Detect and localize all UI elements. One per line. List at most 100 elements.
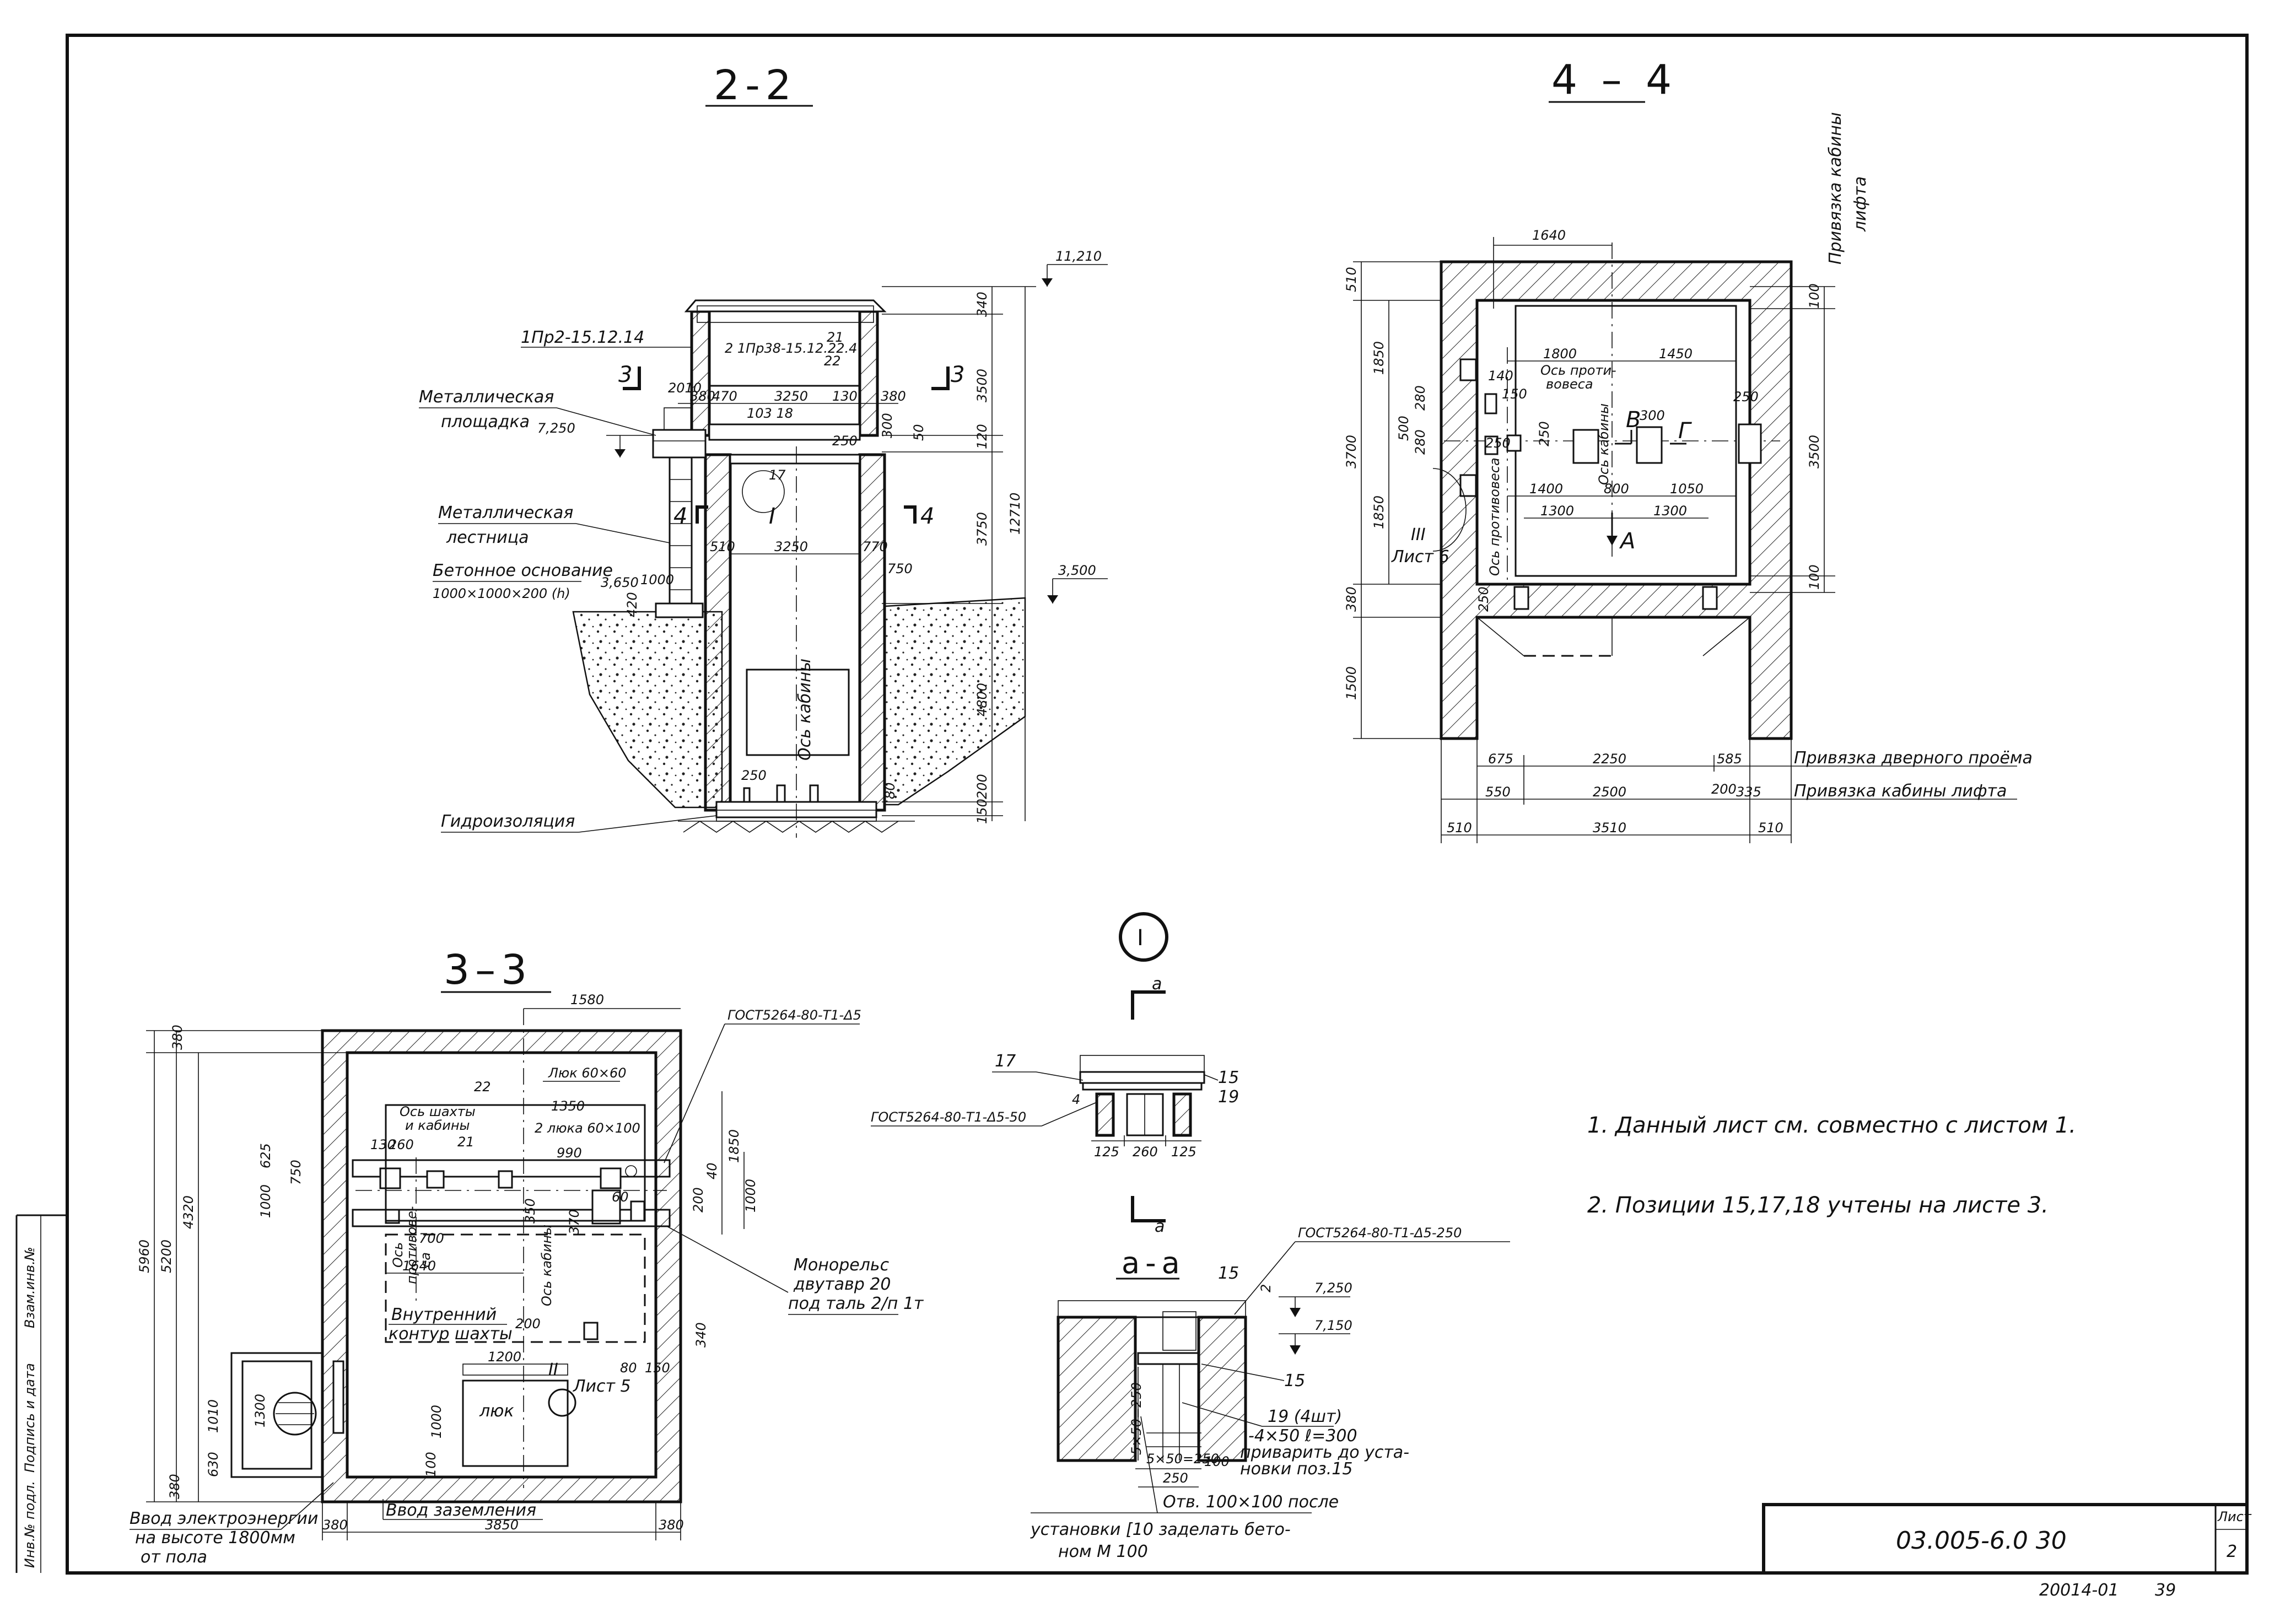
label-concrete-base-1: Бетонное основание (433, 561, 613, 580)
soil-left (572, 611, 723, 809)
b-675: 675 (1488, 751, 1513, 767)
dim-140-44: 140 (1488, 368, 1513, 384)
mark-4-right: 4 (920, 504, 934, 529)
dim-3500-44: 3500 (1807, 435, 1822, 468)
stamp-list-label: Лист (2217, 1509, 2252, 1524)
b-585: 585 (1717, 751, 1742, 767)
dim-250: 250 (741, 768, 767, 783)
level-3650: 3,650 (601, 575, 639, 590)
dim-1300a-44: 1300 (1540, 503, 1574, 519)
node-pos15: 15 (1218, 1068, 1239, 1087)
dim-3750: 3750 (974, 512, 990, 546)
level-3500: 3,500 (1058, 563, 1096, 578)
label-concrete-base-2: 1000×1000×200 (h) (433, 586, 570, 601)
dim-1850a-44: 1850 (1371, 341, 1387, 375)
label-metal-platform-1: Металлическая (419, 387, 554, 407)
dim-1000a-33: 1000 (258, 1184, 273, 1218)
mark-3-right: 3 (951, 362, 964, 387)
aa-d5x50-h: 5×50=250 (1146, 1451, 1219, 1467)
label-ipr1: 1Пр2-15.12.14 (521, 328, 644, 347)
dim-120: 120 (974, 424, 990, 449)
dim-1640-33: 1640 (402, 1258, 436, 1274)
dim-60-33: 60 (612, 1189, 629, 1205)
dim-510top-44: 510 (1344, 267, 1359, 292)
pos-17: 17 (769, 467, 786, 483)
dim-130-33: 130 (370, 1137, 396, 1152)
dim-3250a: 3250 (774, 389, 808, 404)
note-1: 1. Данный лист см. совместно с листом 1. (1587, 1113, 2076, 1138)
dim-1640-44: 1640 (1532, 228, 1566, 243)
dim-280b-44: 280 (1413, 429, 1428, 455)
dim-1000c-33: 1000 (429, 1405, 444, 1438)
axis-cw-33-3: са (418, 1252, 433, 1268)
dim-800-44: 800 (1604, 481, 1629, 497)
dim-260-33: 260 (389, 1137, 414, 1152)
list6: Лист 6 (1391, 547, 1449, 567)
monorail-2: двутавр 20 (793, 1275, 891, 1294)
aa-weld-2: приварить до уста- (1240, 1443, 1409, 1462)
dim-500-44: 500 (1396, 416, 1411, 441)
mark-3-left: 3 (618, 362, 632, 387)
node-d260: 260 (1133, 1144, 1158, 1160)
mark-B: В (1626, 407, 1641, 433)
stamp-bottom-no: 20014-01 (2039, 1581, 2119, 1600)
dim-150-44: 150 (1502, 386, 1527, 402)
section-2-2: 2-2 (419, 62, 1108, 838)
section-a-a: a-a ГОСТ5264-80-Т1-Δ5-250 15 7,250 7,150… (1030, 1225, 1510, 1561)
aa-weld-3: новки поз.15 (1240, 1459, 1352, 1479)
dim-12710: 12710 (1007, 493, 1023, 535)
machine-room-wall-right (858, 310, 879, 437)
b-200: 200 (1711, 782, 1737, 797)
node-I: I a a 17 15 19 ГОСТ5264-80-Т1-Δ5-50 4 12… (871, 912, 1239, 1236)
cabin-label: Привязка кабины лифта (1794, 782, 2007, 801)
machine-room-plan-walls (321, 1029, 682, 1503)
power-3: от пола (141, 1548, 207, 1567)
vert-1: Привязка кабины (1826, 112, 1845, 265)
b-2500: 2500 (1593, 784, 1626, 800)
section-title-aa: a-a (1122, 1246, 1185, 1280)
aa-pos15a: 15 (1218, 1264, 1239, 1283)
shaft-wall-right (858, 453, 886, 812)
node-pos17: 17 (995, 1052, 1016, 1071)
dim-40-33: 40 (704, 1162, 720, 1179)
side-sign-date: Подпись и дата (22, 1363, 37, 1473)
dim-1580-33: 1580 (570, 992, 604, 1007)
inner-1: Внутренний (391, 1305, 497, 1324)
label-ipr2: 2 1Пр38-15.12.22.4 (725, 341, 857, 356)
level-7250: 7,250 (537, 421, 575, 436)
dim-1010: 1010 (206, 1399, 221, 1433)
dim-25: 250 (832, 433, 858, 449)
pos-22-33: 22 (474, 1079, 491, 1095)
dim-103: 103 18 (747, 406, 793, 421)
mark-4-left: 4 (673, 504, 687, 529)
aa-hole-3: ном М 100 (1058, 1542, 1148, 1561)
luk2-33: 2 люка 60×100 (535, 1120, 640, 1136)
node-I-circle (1119, 912, 1168, 962)
node-gost2: ГОСТ5264-80-Т1-Δ5-50 (871, 1109, 1026, 1125)
ground-label: Ввод заземления (386, 1501, 536, 1520)
dim-750: 750 (887, 561, 913, 576)
node-I-label: I (1137, 925, 1144, 951)
dim-5960: 5960 (137, 1239, 152, 1273)
level-11210: 11,210 (1055, 249, 1102, 264)
dim-1000: 1000 (640, 572, 674, 588)
dim-470: 470 (712, 389, 737, 404)
node-d125b: 125 (1171, 1144, 1196, 1160)
axis-cw-33-2: противове- (404, 1206, 419, 1284)
dim-380b: 380 (881, 389, 906, 404)
dim-380r-33: 380 (659, 1517, 684, 1533)
machine-room-wall-left (690, 310, 711, 437)
aa-d5x50: 5×50=250 (1129, 1382, 1144, 1455)
dim-1500-44: 1500 (1344, 666, 1359, 700)
dim-3250b: 3250 (774, 539, 808, 554)
dim-630: 630 (206, 1452, 221, 1477)
mark-A: А (1619, 529, 1635, 554)
dim-380a: 380 (690, 389, 715, 404)
aa-wall-right (1197, 1316, 1247, 1462)
b-2250: 2250 (1593, 751, 1626, 767)
dim-700-33: 700 (419, 1231, 444, 1246)
aa-hole-1: Отв. 100×100 после (1163, 1492, 1339, 1512)
dim-3700-44: 3700 (1344, 435, 1359, 468)
dim-200a-33: 200 (691, 1187, 706, 1212)
dim-1450-44: 1450 (1659, 346, 1693, 362)
